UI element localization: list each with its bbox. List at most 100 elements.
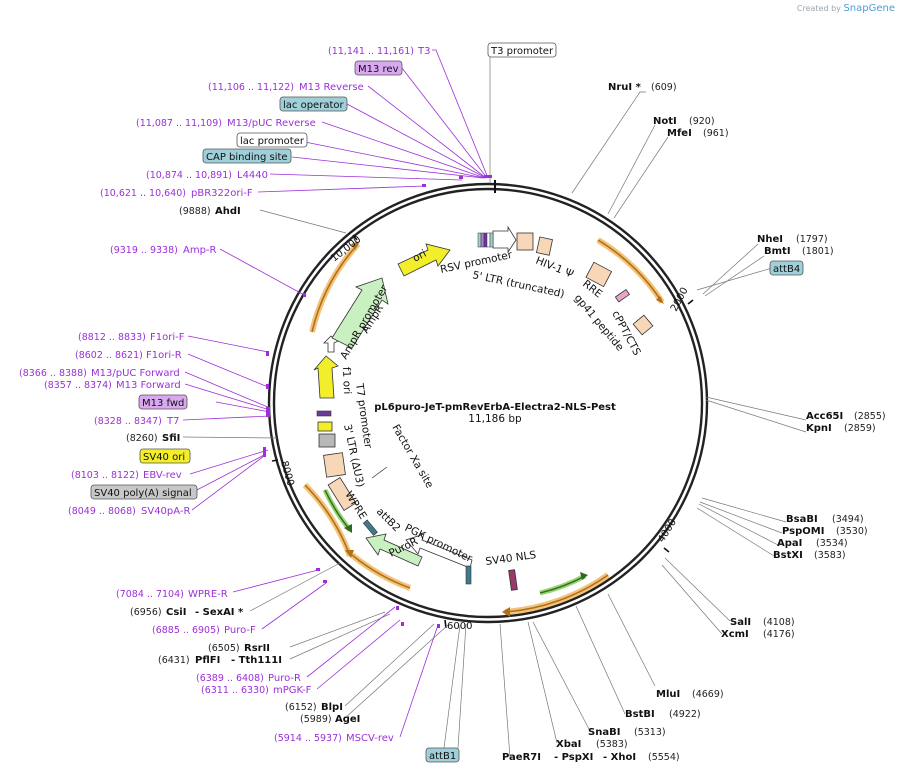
enzyme-xbai: XbaI <box>556 739 581 750</box>
enzyme-pflfi-pos: (6431) <box>158 655 190 666</box>
enzyme-sfii: SfiI <box>162 433 180 444</box>
feature-5ltr <box>516 232 534 251</box>
enzyme-bstxi-pos: (3583) <box>814 550 846 561</box>
feature-ampr <box>331 277 389 349</box>
primer-l4440: L4440 <box>237 170 268 181</box>
primer-t7-pos: (8328 .. 8347) <box>94 416 162 427</box>
enzyme-xcmi: XcmI <box>721 629 749 640</box>
feature-pgk-promoter <box>405 533 473 569</box>
enzyme-mfei-pos: (961) <box>703 128 729 139</box>
box-sv40-ori: SV40 ori <box>143 452 185 463</box>
primer-mpgkf: mPGK-F <box>273 685 312 696</box>
enzyme-blpi: BlpI <box>321 702 343 713</box>
label-f1ori: f1 ori <box>340 367 353 395</box>
feature-gp41 <box>614 288 631 303</box>
box-lac-promoter: lac promoter <box>240 136 305 147</box>
primer-purof-pos: (6885 .. 6905) <box>152 625 220 636</box>
enzyme-leaders <box>182 56 807 758</box>
enzyme-pspxi: - PspXI <box>554 752 593 763</box>
orf-arcs <box>302 237 665 617</box>
primer-mscvrev: MSCV-rev <box>346 733 394 744</box>
enzyme-agei-pos: (5989) <box>300 714 332 725</box>
label-attb2: attB2 <box>374 506 403 535</box>
primer-m13fwd: M13 Forward <box>116 380 181 391</box>
tick-2000: 2000 <box>669 286 691 314</box>
enzyme-nrui-pos: (609) <box>651 82 677 93</box>
primer-ebvrev-pos: (8103 .. 8122) <box>71 470 139 481</box>
enzyme-rsrii-pos: (6505) <box>208 643 240 654</box>
primer-ampr-pos: (9319 .. 9338) <box>110 245 178 256</box>
enzyme-agei: AgeI <box>335 714 360 725</box>
enzyme-bmti-pos: (1801) <box>802 246 834 257</box>
primer-pbr322: pBR322ori-F <box>191 188 253 199</box>
enzyme-apai-pos: (3534) <box>816 538 848 549</box>
enzyme-acc65i: Acc65I <box>806 411 843 422</box>
enzyme-bsabi: BsaBI <box>786 514 818 525</box>
enzyme-bmti: BmtI <box>764 246 791 257</box>
label-ori: ori <box>411 248 429 265</box>
primer-ampr: Amp-R <box>183 245 217 256</box>
primer-sv40par-pos: (8049 .. 8068) <box>68 506 136 517</box>
enzyme-nhei-pos: (1797) <box>796 234 828 245</box>
primer-l4440-pos: (10,874 .. 10,891) <box>146 170 232 181</box>
primer-t3: T3 <box>417 46 430 57</box>
primer-wprer-pos: (7084 .. 7104) <box>116 589 184 600</box>
primer-ticks <box>263 175 492 628</box>
primer-m13fwd-pos: (8357 .. 8374) <box>44 380 112 391</box>
box-attb4: attB4 <box>773 264 800 275</box>
backbone-inner <box>272 187 704 619</box>
enzyme-sali-pos: (4108) <box>763 617 795 628</box>
enzyme-csii: CsiI <box>166 607 186 618</box>
enzyme-blpi-pos: (6152) <box>285 702 317 713</box>
primer-f1orif: F1ori-F <box>150 332 185 343</box>
enzyme-apai: ApaI <box>777 538 802 549</box>
credit-prefix: Created by <box>796 4 841 13</box>
enzyme-kpni: KpnI <box>806 423 832 434</box>
enzyme-pflfi: PflFI <box>195 655 220 666</box>
box-sv40-polya: SV40 poly(A) signal <box>94 488 192 499</box>
feature-puror <box>365 533 423 567</box>
box-t3-promoter: T3 promoter <box>490 46 554 57</box>
label-sv40-nls: SV40 NLS <box>485 549 537 568</box>
primer-m13pucfwd-pos: (8366 .. 8388) <box>19 368 87 379</box>
feature-rre <box>585 261 613 288</box>
enzyme-kpni-pos: (2859) <box>844 423 876 434</box>
primer-t3-pos: (11,141 .. 11,161) <box>328 46 414 57</box>
primer-leaders <box>182 49 489 738</box>
enzyme-labels: NruI * (609) NotI (920) MfeI (961) NheI … <box>126 82 886 763</box>
enzyme-bstbi: BstBI <box>625 709 655 720</box>
box-lac-operator: lac operator <box>283 100 344 111</box>
enzyme-pspomi-pos: (3530) <box>836 526 868 537</box>
enzyme-nhei: NheI <box>757 234 783 245</box>
label-hiv-psi: HIV-1 Ψ <box>534 255 575 281</box>
enzyme-sexai: - SexAI * <box>195 607 244 618</box>
box-attb1: attB1 <box>429 751 456 762</box>
enzyme-xbai-pos: (5383) <box>596 739 628 750</box>
primer-m13pucreverse: M13/pUC Reverse <box>227 118 316 129</box>
primer-t7: T7 <box>166 416 179 427</box>
box-m13-fwd: M13 fwd <box>142 398 184 409</box>
feature-cppt <box>632 314 654 336</box>
primer-f1orir-pos: (8602 .. 8621) <box>75 350 143 361</box>
enzyme-csii-pos: (6956) <box>130 607 162 618</box>
primer-purof: Puro-F <box>224 625 256 636</box>
enzyme-ahdi: AhdI <box>215 206 241 217</box>
enzyme-bsabi-pos: (3494) <box>832 514 864 525</box>
primer-pbr322-pos: (10,621 .. 10,640) <box>100 188 186 199</box>
enzyme-mfei: MfeI <box>667 128 692 139</box>
backbone-outer <box>267 182 709 624</box>
enzyme-tth111i: - Tth111I <box>231 655 282 666</box>
enzyme-ahdi-pos: (9888) <box>179 206 211 217</box>
feature-ori <box>397 243 451 277</box>
primer-mpgkf-pos: (6311 .. 6330) <box>201 685 269 696</box>
features <box>313 225 654 591</box>
primer-ebvrev: EBV-rev <box>143 470 182 481</box>
label-5ltr: 5' LTR (truncated) <box>471 269 565 300</box>
feature-sv40-nls <box>508 569 518 591</box>
label-factor-xa: Factor Xa site <box>389 423 435 491</box>
feature-rsv-promoter <box>492 225 517 254</box>
snapgene-brand: SnapGene <box>843 3 895 14</box>
primer-m13reverse: M13 Reverse <box>299 82 364 93</box>
primer-labels: (11,141 .. 11,161) T3 (11,106 .. 11,122)… <box>19 46 430 744</box>
primer-m13pucreverse-pos: (11,087 .. 11,109) <box>136 118 222 129</box>
